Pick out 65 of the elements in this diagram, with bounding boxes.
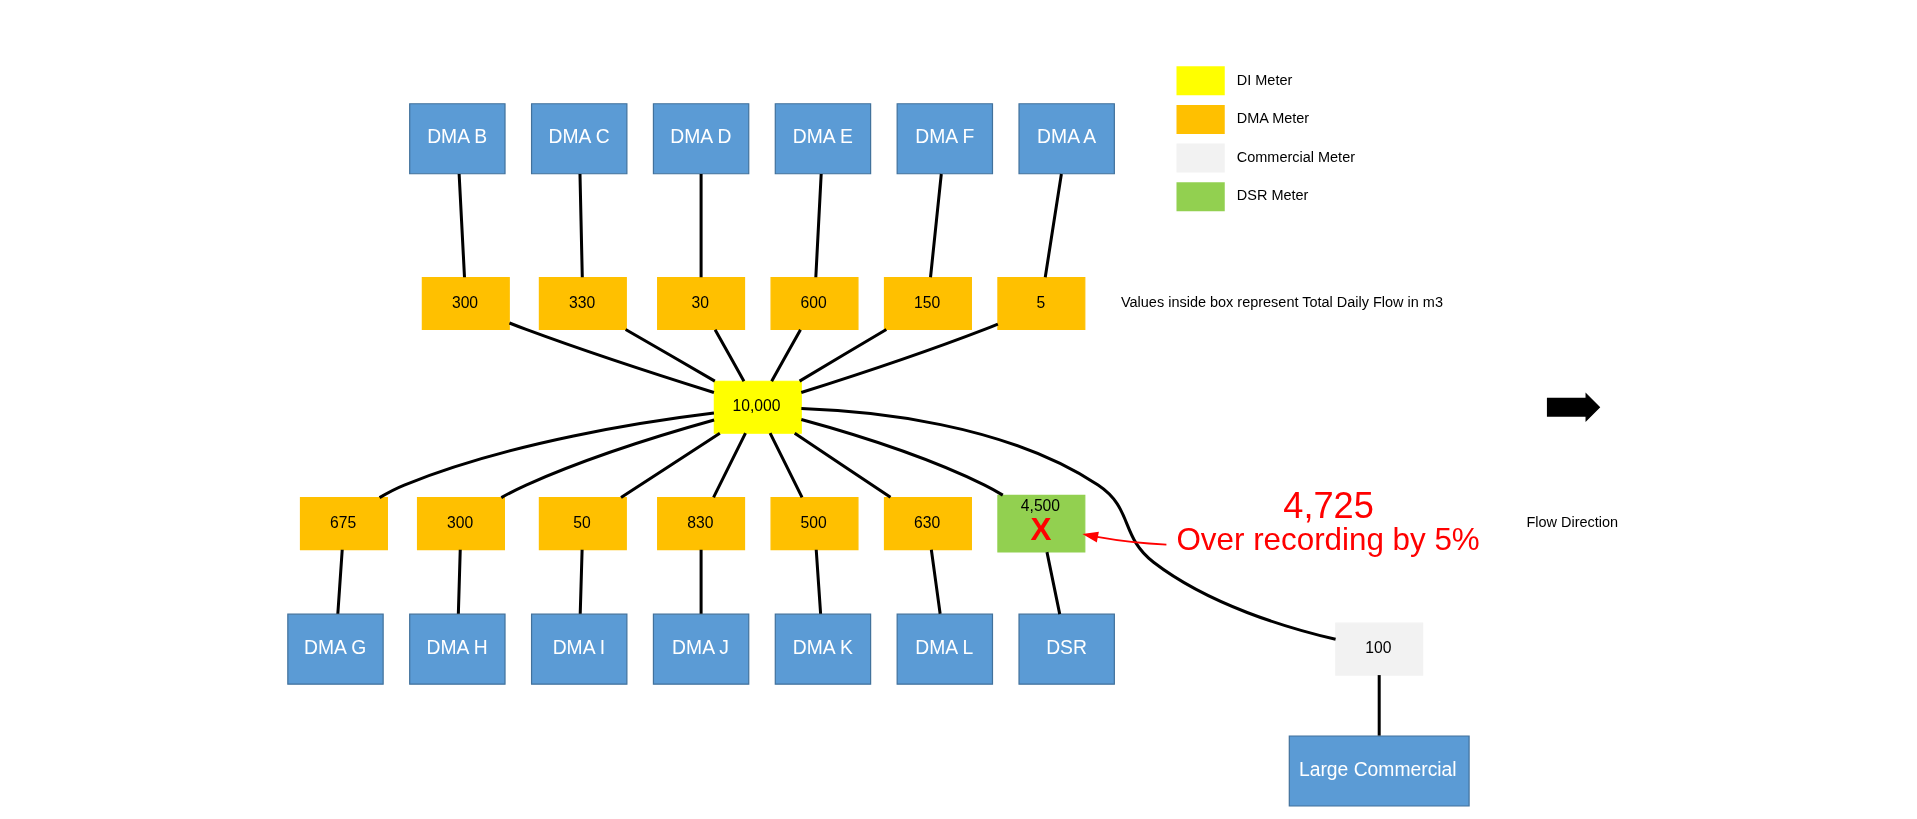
- node-box: 100: [1334, 622, 1423, 676]
- node-box: DMA G: [286, 613, 384, 685]
- legend-label: DI Meter: [1236, 71, 1292, 88]
- connector: [378, 411, 714, 499]
- connector: [1043, 173, 1063, 278]
- connector: [928, 173, 943, 278]
- connector: [508, 321, 714, 394]
- node-box: DMA H: [408, 613, 506, 685]
- legend-label: DMA Meter: [1236, 110, 1309, 127]
- connector: [457, 173, 466, 278]
- node-box: 675: [299, 497, 388, 551]
- node-box: 630: [883, 497, 972, 551]
- node-box: 600: [769, 276, 859, 330]
- connector: [800, 322, 998, 394]
- connector: [713, 328, 745, 382]
- node-box: Large Commercial: [1288, 735, 1470, 807]
- node-box: DMA F: [896, 103, 993, 175]
- node-box: DMA K: [774, 613, 871, 685]
- arrow: [1081, 531, 1167, 546]
- node-box: 50: [538, 497, 627, 551]
- node-box: DMA A: [1017, 103, 1115, 175]
- node-box: DMA C: [530, 103, 627, 175]
- connector: [500, 418, 715, 499]
- connector: [768, 432, 803, 499]
- legend-label: Commercial Meter: [1236, 148, 1355, 165]
- legend-label: DSR Meter: [1236, 187, 1308, 204]
- node-box: 300: [416, 497, 505, 551]
- connector: [624, 328, 716, 383]
- node-box: DSR: [1017, 613, 1115, 685]
- connector: [578, 549, 584, 614]
- node-box: DMA E: [774, 103, 871, 175]
- connector: [1045, 551, 1061, 615]
- connector: [813, 173, 823, 278]
- node-box: 830: [656, 497, 745, 551]
- connector: [699, 174, 703, 278]
- node-box: 5: [996, 276, 1085, 330]
- node-box: DMA I: [530, 613, 627, 685]
- connector: [456, 549, 462, 614]
- node-box: DMA L: [896, 613, 993, 685]
- connector: [800, 407, 1336, 641]
- node-box: 500: [769, 497, 859, 551]
- node-box: 330: [538, 276, 627, 330]
- node-box: 300: [421, 276, 510, 330]
- label: Flow Direction: [1525, 514, 1618, 531]
- node-box: 10,000: [713, 380, 802, 434]
- connector: [793, 431, 891, 499]
- connector: [711, 432, 747, 499]
- node-box: DMA D: [652, 103, 749, 175]
- connector: [699, 549, 703, 614]
- connector: [1377, 675, 1381, 736]
- connector: [335, 549, 344, 614]
- label: Values inside box represent Total Daily Flow in m3: [1120, 294, 1443, 311]
- connector: [800, 418, 1004, 497]
- connector: [769, 328, 802, 382]
- node-text: 4,725 Over recording by 5%: [1175, 484, 1480, 557]
- node-box: 4,500 X: [996, 494, 1085, 553]
- connector: [798, 328, 887, 383]
- node-box: 150: [883, 276, 972, 330]
- connector: [814, 549, 822, 614]
- connector: [577, 173, 584, 278]
- connector: [619, 431, 721, 499]
- connector: [929, 549, 942, 614]
- node-box: DMA B: [408, 103, 506, 175]
- node-box: DMA J: [652, 613, 749, 685]
- node-box: 30: [656, 276, 745, 330]
